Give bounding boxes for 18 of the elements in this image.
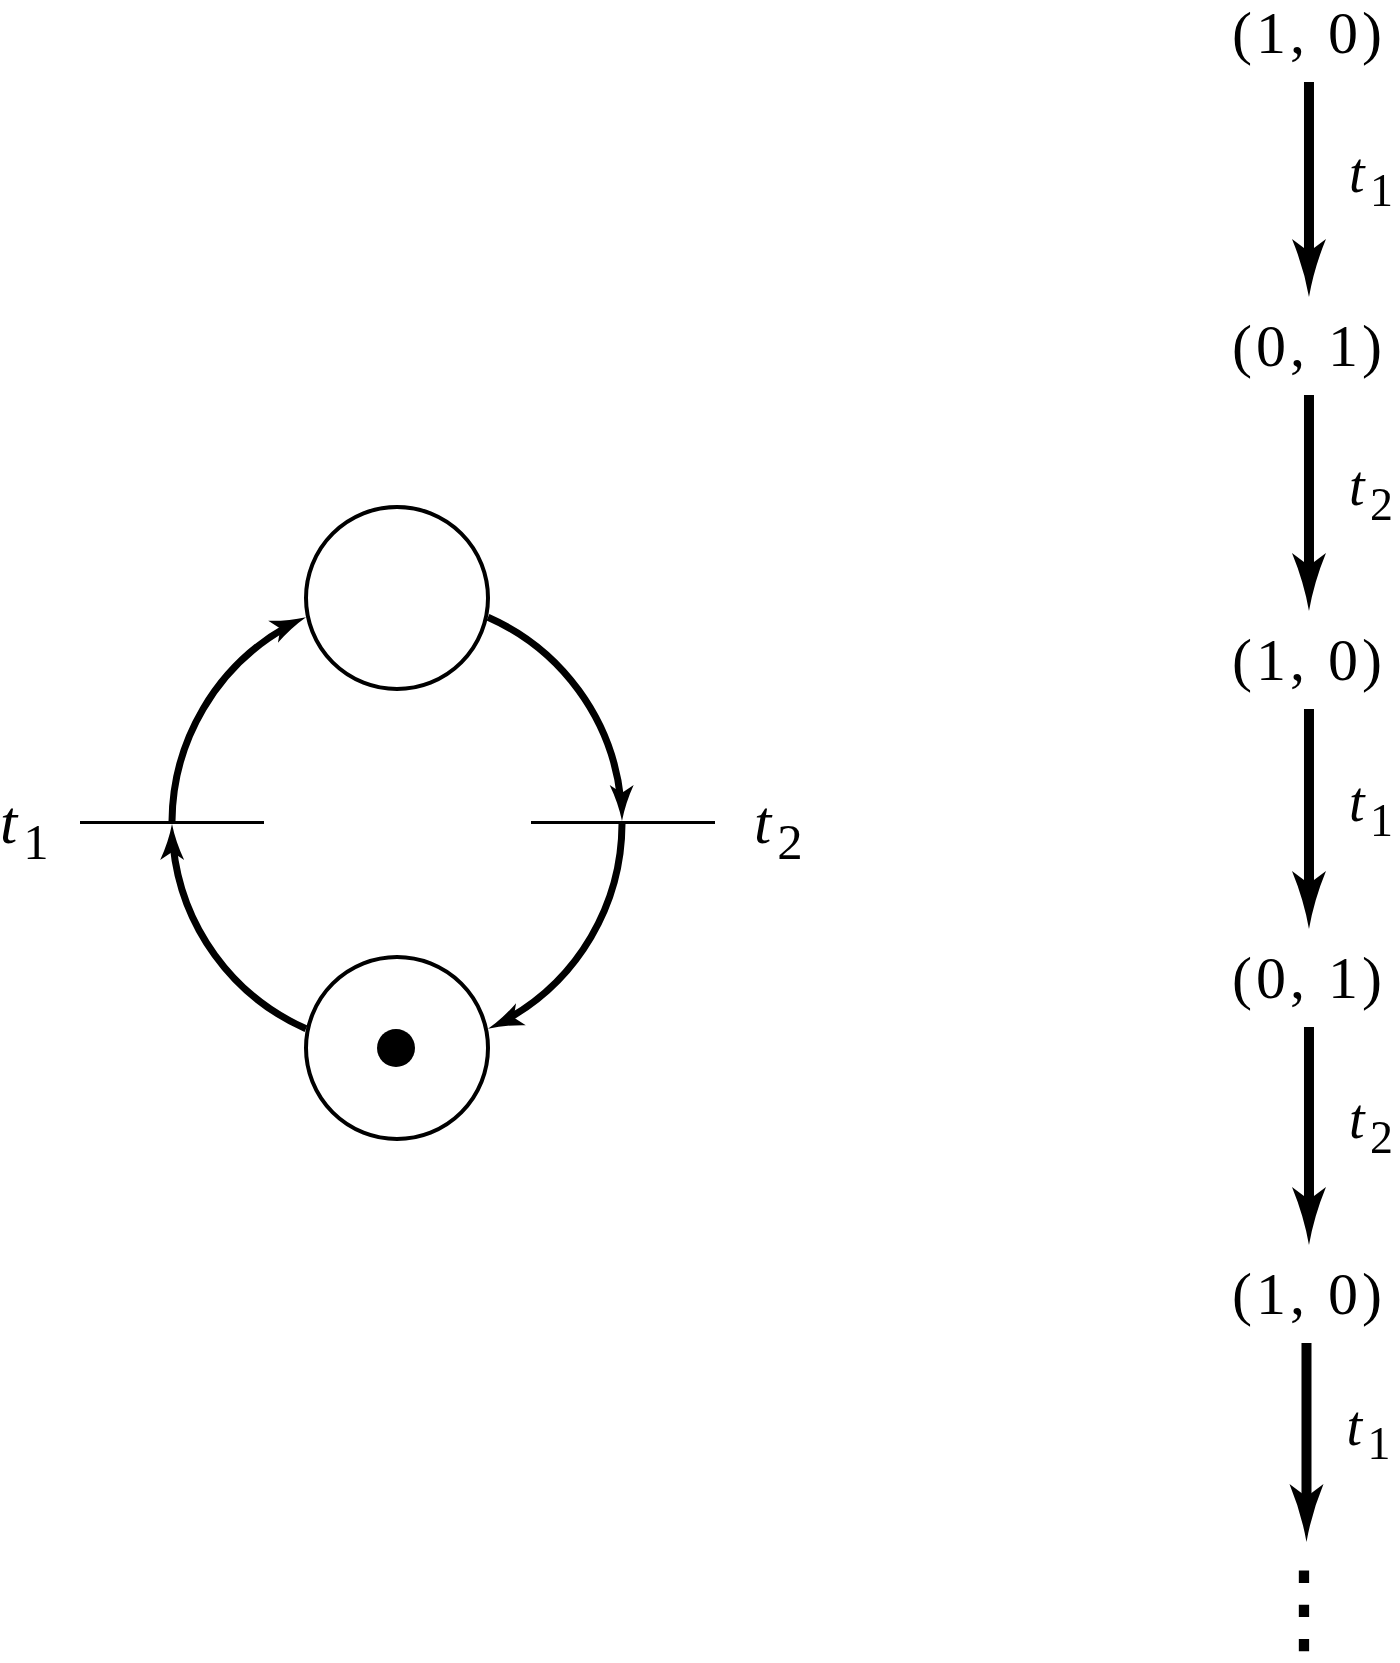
transition-bar <box>531 821 715 824</box>
transition-label: t$_{1}$ <box>0 791 49 869</box>
continuation-dots: ⋮ <box>1254 1558 1354 1658</box>
transition-label: t$_{2}$ <box>1349 1091 1393 1161</box>
transition-label: t$_{1}$ <box>1349 774 1393 844</box>
transition-bar <box>80 821 264 824</box>
place-circle <box>304 955 490 1141</box>
transition-label: t$_{2}$ <box>754 791 803 869</box>
transition-label: t$_{1}$ <box>1349 144 1393 215</box>
marking-label: (1, 0) <box>1232 627 1386 693</box>
transition-label: t$_{1}$ <box>1346 1397 1391 1468</box>
place-circle <box>304 505 490 691</box>
token-dot-icon <box>377 1029 415 1067</box>
marking-label: (1, 0) <box>1232 0 1386 66</box>
marking-label: (0, 1) <box>1232 313 1386 379</box>
transition-label: t$_{2}$ <box>1349 458 1393 528</box>
marking-label: (0, 1) <box>1232 945 1386 1011</box>
marking-label: (1, 0) <box>1232 1261 1386 1327</box>
